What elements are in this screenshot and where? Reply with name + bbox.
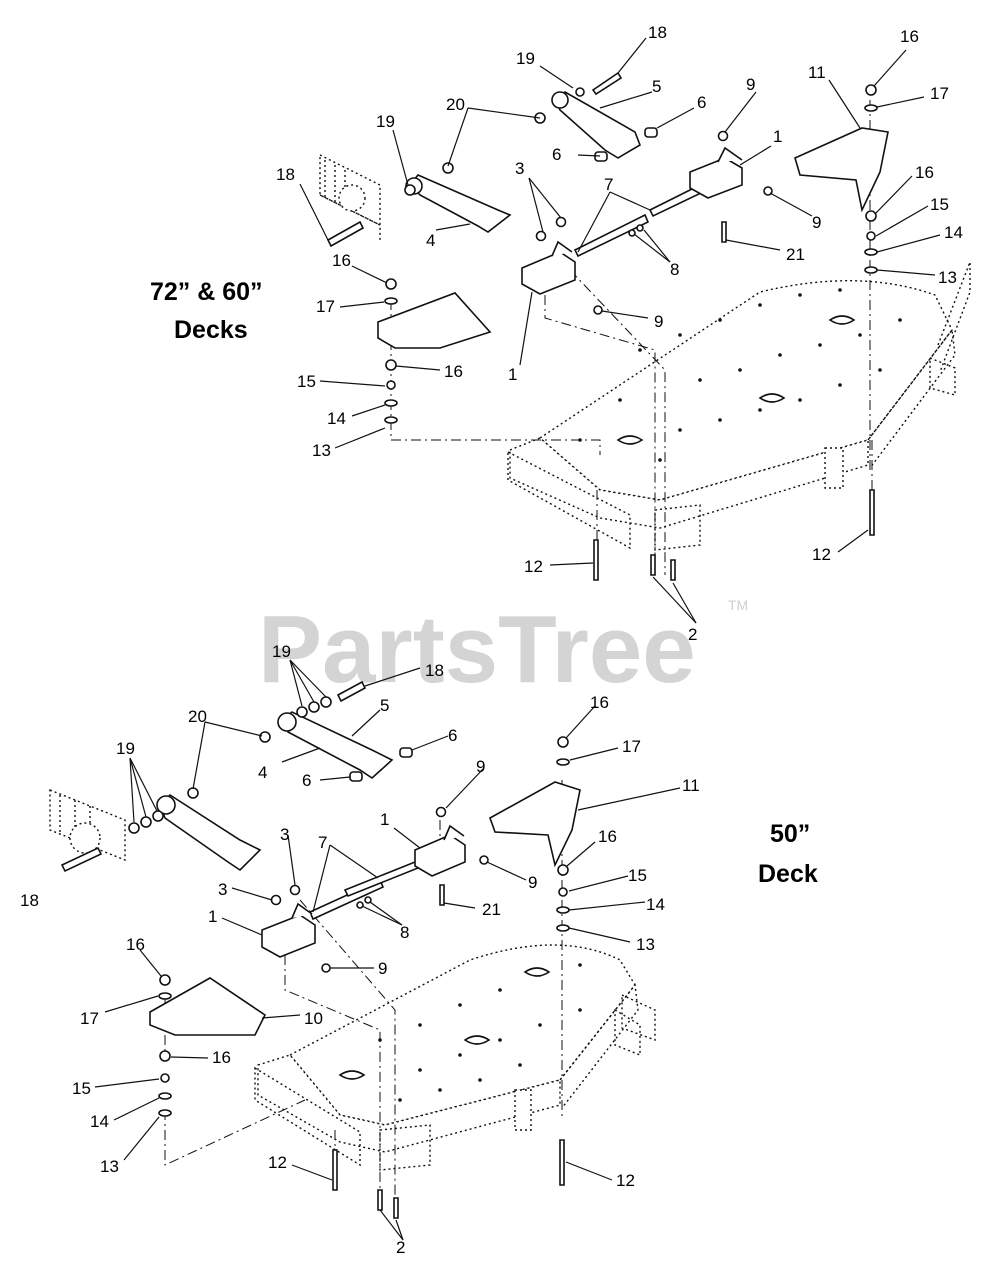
callout-bottom-15a: 15 — [628, 866, 647, 885]
callout-bottom-9a: 9 — [476, 757, 485, 776]
callout-bottom-15b: 15 — [72, 1079, 91, 1098]
callout-top-17a: 17 — [930, 84, 949, 103]
bracket-1-bottom-left — [261, 914, 316, 958]
callout-bottom-16b: 16 — [598, 827, 617, 846]
callout-bottom-8: 8 — [400, 923, 409, 942]
lift-arm-4-top — [408, 174, 512, 233]
callout-top-19b: 19 — [376, 112, 395, 131]
callout-top-4: 4 — [426, 231, 435, 250]
callout-top-9c: 9 — [654, 312, 663, 331]
callout-bottom-18a: 18 — [425, 661, 444, 680]
callout-bottom-1b: 1 — [208, 907, 217, 926]
callout-bottom-5: 5 — [380, 696, 389, 715]
lift-arm-5-top — [553, 91, 641, 159]
callout-top-6a: 6 — [697, 93, 706, 112]
callout-top-13a: 13 — [938, 268, 957, 287]
callout-top-2: 2 — [688, 625, 697, 644]
callout-top-15a: 15 — [930, 195, 949, 214]
callout-bottom-19a: 19 — [272, 642, 291, 661]
mower-deck-72-60 — [507, 261, 971, 551]
callout-bottom-14b: 14 — [90, 1112, 109, 1131]
callout-top-9a: 9 — [746, 75, 755, 94]
callout-top-14b: 14 — [327, 409, 346, 428]
callout-bottom-13b: 13 — [100, 1157, 119, 1176]
callout-bottom-9c: 9 — [378, 959, 387, 978]
callout-bottom-9b: 9 — [528, 873, 537, 892]
bracket-1-top-right — [689, 157, 743, 199]
callout-top-14a: 14 — [944, 223, 963, 242]
callout-top-1b: 1 — [508, 365, 517, 384]
callout-top-17b: 17 — [316, 297, 335, 316]
callout-top-16b: 16 — [915, 163, 934, 182]
shield-10-bottom — [149, 977, 267, 1036]
callout-top-8: 8 — [670, 260, 679, 279]
callout-top-9b: 9 — [812, 213, 821, 232]
callout-bottom-16c: 16 — [126, 935, 145, 954]
callout-top-19a: 19 — [516, 49, 535, 68]
shield-11-top — [794, 127, 889, 213]
callout-top-20: 20 — [446, 95, 465, 114]
callout-top-18b: 18 — [276, 165, 295, 184]
deck-72-60-assembly — [319, 71, 971, 581]
callout-bottom-17a: 17 — [622, 737, 641, 756]
callout-bottom-10: 10 — [304, 1009, 323, 1028]
callout-top-5: 5 — [652, 77, 661, 96]
section-title-72-60-line2: Decks — [174, 316, 248, 344]
section-title-72-60-line1: 72” & 60” — [150, 278, 263, 306]
callout-bottom-6b: 6 — [302, 771, 311, 790]
callout-bottom-20: 20 — [188, 707, 207, 726]
callout-bottom-18b: 18 — [20, 891, 39, 910]
callout-top-16d: 16 — [444, 362, 463, 381]
callout-bottom-6a: 6 — [448, 726, 457, 745]
callout-bottom-3b: 3 — [218, 880, 227, 899]
callout-bottom-16a: 16 — [590, 693, 609, 712]
callout-bottom-19b: 19 — [116, 739, 135, 758]
callout-top-18a: 18 — [648, 23, 667, 42]
callout-bottom-12a: 12 — [268, 1153, 287, 1172]
callout-top-12a: 12 — [524, 557, 543, 576]
mower-deck-50 — [254, 944, 656, 1171]
lift-arm-4-bottom — [159, 793, 262, 872]
callout-top-15b: 15 — [297, 372, 316, 391]
shield-11-bottom — [489, 781, 581, 868]
callouts-bottom: 19 18 20 5 6 19 4 6 9 16 17 11 1 16 3 7 … — [20, 642, 700, 1257]
callout-bottom-14a: 14 — [646, 895, 665, 914]
lift-arm-5-bottom — [280, 711, 394, 780]
callout-top-12b: 12 — [812, 545, 831, 564]
callout-top-16a: 16 — [900, 27, 919, 46]
section-title-50-line1: 50” — [770, 820, 810, 848]
watermark-tm: TM — [728, 597, 748, 613]
callout-top-11: 11 — [808, 63, 826, 82]
callout-top-21: 21 — [786, 245, 805, 264]
callout-top-13b: 13 — [312, 441, 331, 460]
callout-top-7: 7 — [604, 175, 613, 194]
tractor-frame-top — [319, 153, 381, 240]
bracket-1-top-left — [521, 251, 576, 295]
callout-bottom-1a: 1 — [380, 810, 389, 829]
callout-bottom-3a: 3 — [280, 825, 289, 844]
tractor-frame-bottom — [49, 788, 126, 862]
callout-bottom-12b: 12 — [616, 1171, 635, 1190]
callout-bottom-16d: 16 — [212, 1048, 231, 1067]
callout-top-16c: 16 — [332, 251, 351, 270]
shield-left-top — [377, 292, 492, 349]
callout-bottom-4: 4 — [258, 763, 267, 782]
callout-bottom-13a: 13 — [636, 935, 655, 954]
callout-bottom-2: 2 — [396, 1238, 405, 1257]
callout-bottom-11: 11 — [682, 776, 700, 795]
callout-top-6b: 6 — [552, 145, 561, 164]
deck-50-assembly — [49, 680, 656, 1219]
bracket-1-bottom-right — [414, 834, 466, 877]
callout-bottom-21: 21 — [482, 900, 501, 919]
section-title-50-line2: Deck — [758, 860, 818, 888]
watermark-brand: PartsTree — [258, 596, 696, 703]
callout-top-1a: 1 — [773, 127, 782, 146]
callouts-top: 19 18 5 6 20 6 9 1 11 16 17 19 18 4 3 7 … — [276, 23, 963, 644]
callout-bottom-17b: 17 — [80, 1009, 99, 1028]
callout-top-3: 3 — [515, 159, 524, 178]
callout-bottom-7: 7 — [318, 833, 327, 852]
